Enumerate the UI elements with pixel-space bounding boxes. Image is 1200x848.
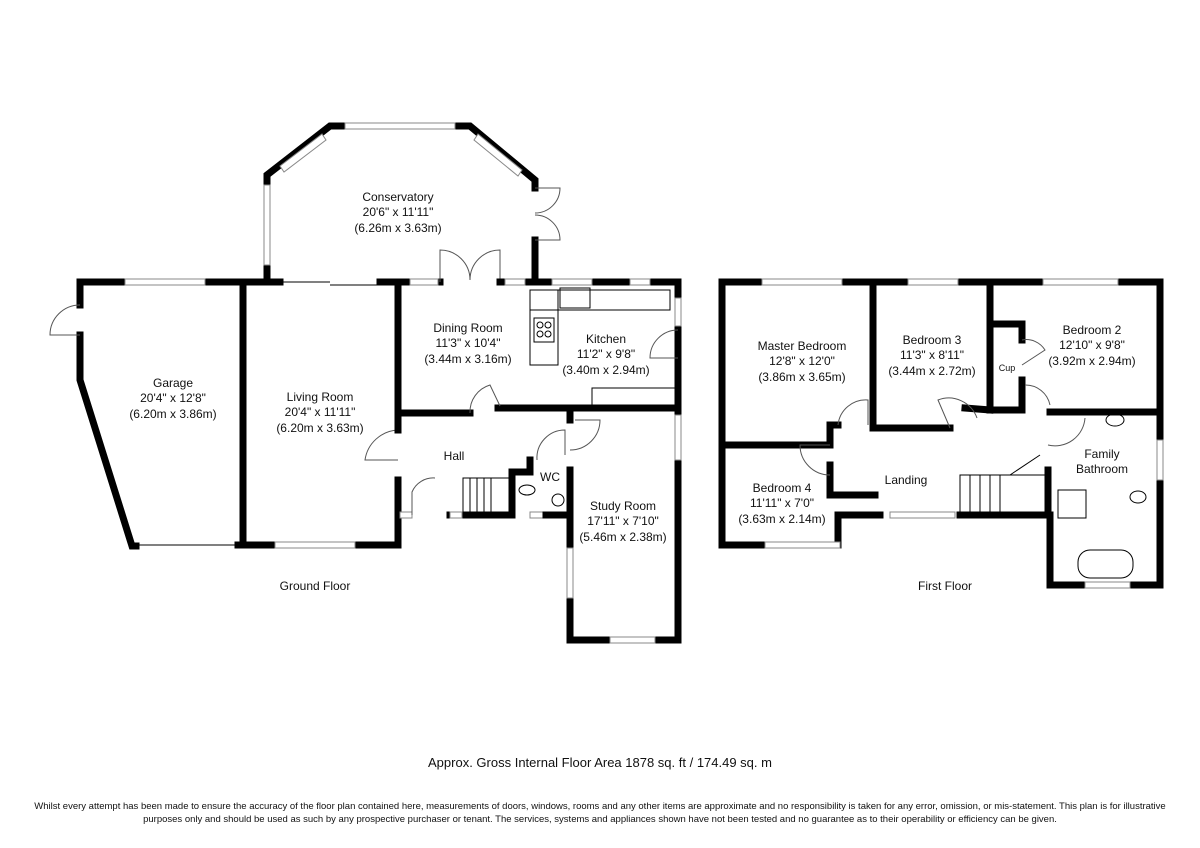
room-metric-bedroom-2: (3.92m x 2.94m) xyxy=(1048,354,1135,368)
room-metric-master-bedroom: (3.86m x 3.65m) xyxy=(758,370,845,384)
garage-walls xyxy=(49,278,249,550)
first-floor-plan: Master Bedroom 12'8" x 12'0" (3.86m x 3.… xyxy=(718,278,1164,593)
first-floor-walls xyxy=(718,278,1164,589)
first-floor-labels: Master Bedroom 12'8" x 12'0" (3.86m x 3.… xyxy=(738,323,1135,593)
room-name-wc: WC xyxy=(540,470,560,484)
toilet-icon xyxy=(1129,490,1147,504)
room-size-bedroom-4: 11'11" x 7'0" xyxy=(750,496,814,510)
basin-icon xyxy=(1105,413,1125,427)
room-name-conservatory: Conservatory xyxy=(362,190,433,204)
room-size-study-room: 17'11" x 7'10" xyxy=(587,514,659,528)
stairs xyxy=(462,477,512,515)
room-metric-garage: (6.20m x 3.86m) xyxy=(129,407,216,421)
room-size-kitchen: 11'2" x 9'8" xyxy=(577,347,635,361)
room-metric-bedroom-3: (3.44m x 2.72m) xyxy=(888,364,975,378)
hob-icon xyxy=(533,317,555,343)
ground-floor-labels: Conservatory 20'6" x 11'11" (6.26m x 3.6… xyxy=(129,190,666,593)
room-name-master-bedroom: Master Bedroom xyxy=(758,339,847,353)
room-size-bedroom-2: 12'10" x 9'8" xyxy=(1059,338,1125,352)
room-metric-conservatory: (6.26m x 3.63m) xyxy=(354,221,441,235)
shower-icon xyxy=(1057,489,1087,519)
room-name-cupboard: Cup xyxy=(999,363,1016,373)
room-size-garage: 20'4" x 12'8" xyxy=(140,391,206,405)
room-metric-bedroom-4: (3.63m x 2.14m) xyxy=(738,512,825,526)
bath-icon xyxy=(1077,549,1134,579)
room-name-family-bathroom-2: Bathroom xyxy=(1076,462,1128,476)
room-name-kitchen: Kitchen xyxy=(586,332,626,346)
conservatory-walls xyxy=(263,122,561,284)
room-name-garage: Garage xyxy=(153,376,193,390)
room-name-bedroom-2: Bedroom 2 xyxy=(1063,323,1122,337)
stairs xyxy=(959,454,1051,516)
room-name-bedroom-3: Bedroom 3 xyxy=(903,333,962,347)
room-size-master-bedroom: 12'8" x 12'0" xyxy=(769,354,835,368)
room-name-family-bathroom-1: Family xyxy=(1084,447,1119,461)
room-name-dining-room: Dining Room xyxy=(433,321,502,335)
room-name-study-room: Study Room xyxy=(590,499,656,513)
ground-floor-label: Ground Floor xyxy=(280,579,351,593)
room-metric-study-room: (5.46m x 2.38m) xyxy=(579,530,666,544)
room-metric-living-room: (6.20m x 3.63m) xyxy=(276,421,363,435)
ground-floor-plan: Conservatory 20'6" x 11'11" (6.26m x 3.6… xyxy=(49,122,682,644)
disclaimer-text: Whilst every attempt has been made to en… xyxy=(34,801,1166,825)
dining-kitchen-walls xyxy=(394,249,682,644)
toilet-icon xyxy=(518,484,536,496)
sink-icon xyxy=(559,287,591,309)
room-metric-dining-room: (3.44m x 3.16m) xyxy=(424,352,511,366)
room-name-living-room: Living Room xyxy=(287,390,354,404)
room-name-bedroom-4: Bedroom 4 xyxy=(753,481,812,495)
first-floor-label: First Floor xyxy=(918,579,972,593)
room-size-dining-room: 11'3" x 10'4" xyxy=(436,336,501,350)
gross-floor-area: Approx. Gross Internal Floor Area 1878 s… xyxy=(428,755,772,770)
room-metric-kitchen: (3.40m x 2.94m) xyxy=(562,363,649,377)
room-size-bedroom-3: 11'3" x 8'11" xyxy=(900,348,964,362)
room-size-living-room: 20'4" x 11'11" xyxy=(285,405,356,419)
basin-icon xyxy=(551,493,565,507)
room-name-hall: Hall xyxy=(444,449,465,463)
room-size-conservatory: 20'6" x 11'11" xyxy=(363,205,434,219)
hall-wc-walls xyxy=(394,404,601,519)
room-name-landing: Landing xyxy=(885,473,928,487)
